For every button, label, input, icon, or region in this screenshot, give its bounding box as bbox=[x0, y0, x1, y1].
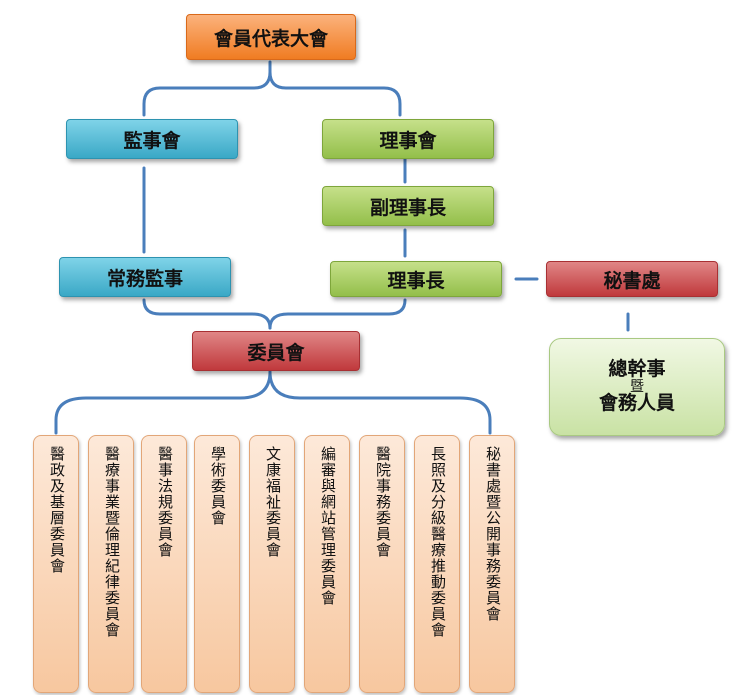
committee-label: 秘書處暨公開事務委員會 bbox=[484, 446, 502, 622]
connector-assembly-split bbox=[142, 60, 272, 117]
committee-item: 秘書處暨公開事務委員會 bbox=[469, 435, 515, 693]
connector-standing-committee bbox=[142, 298, 272, 330]
committee-label: 醫療事業暨倫理紀律委員會 bbox=[103, 446, 121, 638]
committee-item: 醫院事務委員會 bbox=[359, 435, 405, 693]
staff-title: 總幹事 bbox=[608, 357, 666, 380]
committee-item: 編審與網站管理委員會 bbox=[304, 435, 350, 693]
connector-chair-committee bbox=[268, 298, 407, 330]
committee-item: 醫政及基層委員會 bbox=[33, 435, 79, 693]
assembly-node: 會員代表大會 bbox=[186, 14, 356, 60]
committee-label: 學術委員會 bbox=[209, 446, 227, 526]
connector-committee-left bbox=[54, 370, 272, 435]
committee-label: 醫政及基層委員會 bbox=[48, 446, 66, 574]
committee-item: 醫事法規委員會 bbox=[141, 435, 187, 693]
vice-chair-node: 副理事長 bbox=[322, 186, 494, 226]
connector-committee-right bbox=[268, 370, 492, 435]
committee-label: 醫事法規委員會 bbox=[156, 446, 174, 558]
staff-subtitle: 會務人員 bbox=[598, 392, 675, 415]
staff-node: 總幹事 暨 會務人員 bbox=[549, 338, 725, 436]
standing-supervisor-node: 常務監事 bbox=[59, 257, 231, 297]
committee-item: 長照及分級醫療推動委員會 bbox=[414, 435, 460, 693]
board-node: 理事會 bbox=[322, 119, 494, 159]
supervisors-node: 監事會 bbox=[66, 119, 238, 159]
committee-label: 長照及分級醫療推動委員會 bbox=[429, 446, 447, 638]
staff-conjunction: 暨 bbox=[630, 378, 644, 395]
chair-node: 理事長 bbox=[330, 261, 502, 297]
committee-label: 文康福祉委員會 bbox=[264, 446, 282, 558]
committee-label: 編審與網站管理委員會 bbox=[319, 446, 337, 606]
committee-node: 委員會 bbox=[192, 331, 360, 371]
committee-item: 醫療事業暨倫理紀律委員會 bbox=[88, 435, 134, 693]
connector-assembly-board bbox=[268, 70, 402, 117]
committee-item: 學術委員會 bbox=[194, 435, 240, 693]
committee-item: 文康福祉委員會 bbox=[249, 435, 295, 693]
secretariat-node: 秘書處 bbox=[546, 261, 718, 297]
committee-label: 醫院事務委員會 bbox=[374, 446, 392, 558]
